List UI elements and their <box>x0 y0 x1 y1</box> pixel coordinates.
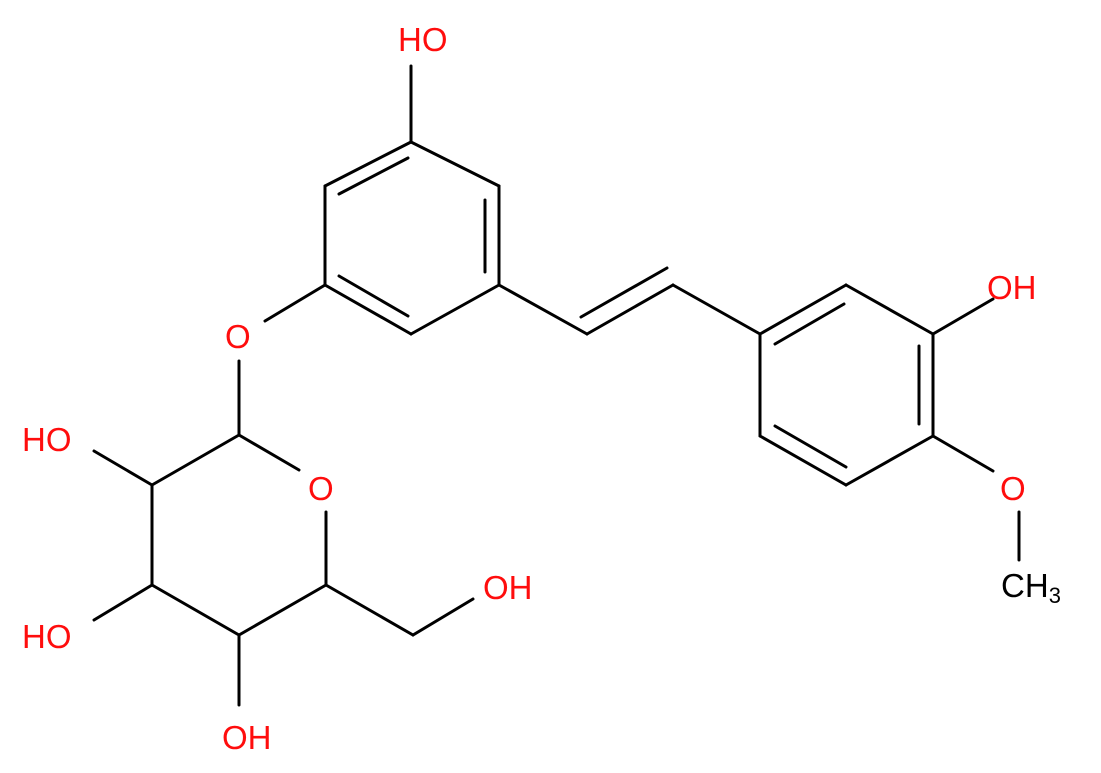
bond <box>150 583 241 637</box>
hydroxyl-label-top: HO <box>398 21 448 58</box>
bond <box>409 283 501 336</box>
aromatic-inner-bond <box>337 156 410 196</box>
bond <box>931 434 995 473</box>
methoxy-oxygen-label: O <box>1000 470 1026 507</box>
bond <box>579 266 669 319</box>
bond <box>844 283 935 336</box>
aromatic-inner-bond <box>773 302 846 346</box>
bond <box>758 283 848 336</box>
bond <box>931 297 995 336</box>
methyl-hydrogen: H <box>1025 567 1049 604</box>
upper-benzene-ring <box>323 140 501 336</box>
hydroxyl-label-left-lower: HO <box>22 618 72 655</box>
bond <box>92 449 154 487</box>
bond <box>150 433 241 487</box>
pyranose-ring: O <box>150 433 334 637</box>
bond <box>323 140 413 188</box>
vinyl-double-bond <box>497 266 762 336</box>
bond <box>237 583 328 637</box>
glycosidic-oxygen-label: O <box>225 318 251 355</box>
hydroxyl-label-right: OH <box>987 269 1037 306</box>
bond <box>411 597 475 637</box>
hydroxyl-label-ch2oh: OH <box>483 569 533 606</box>
bond <box>671 283 762 336</box>
methyl-subscript: 3 <box>1049 583 1061 608</box>
aromatic-inner-bond <box>773 424 848 469</box>
methyl-carbon: C <box>1001 567 1025 604</box>
right-benzene-ring <box>758 283 935 487</box>
hydroxyl-label-left-upper: HO <box>22 421 72 458</box>
aromatic-inner-bond <box>337 274 410 318</box>
bond <box>237 433 301 472</box>
bond <box>758 434 848 487</box>
bond <box>323 283 413 336</box>
bond <box>324 583 415 637</box>
bond <box>844 434 935 487</box>
bond <box>92 583 154 622</box>
bond <box>585 283 675 336</box>
bond <box>409 140 501 188</box>
bond <box>497 283 589 336</box>
ring-oxygen-label: O <box>308 470 334 507</box>
methyl-label: CH3 <box>1001 567 1061 608</box>
bond <box>263 283 327 323</box>
hydroxyl-label-bottom: OH <box>222 719 272 756</box>
